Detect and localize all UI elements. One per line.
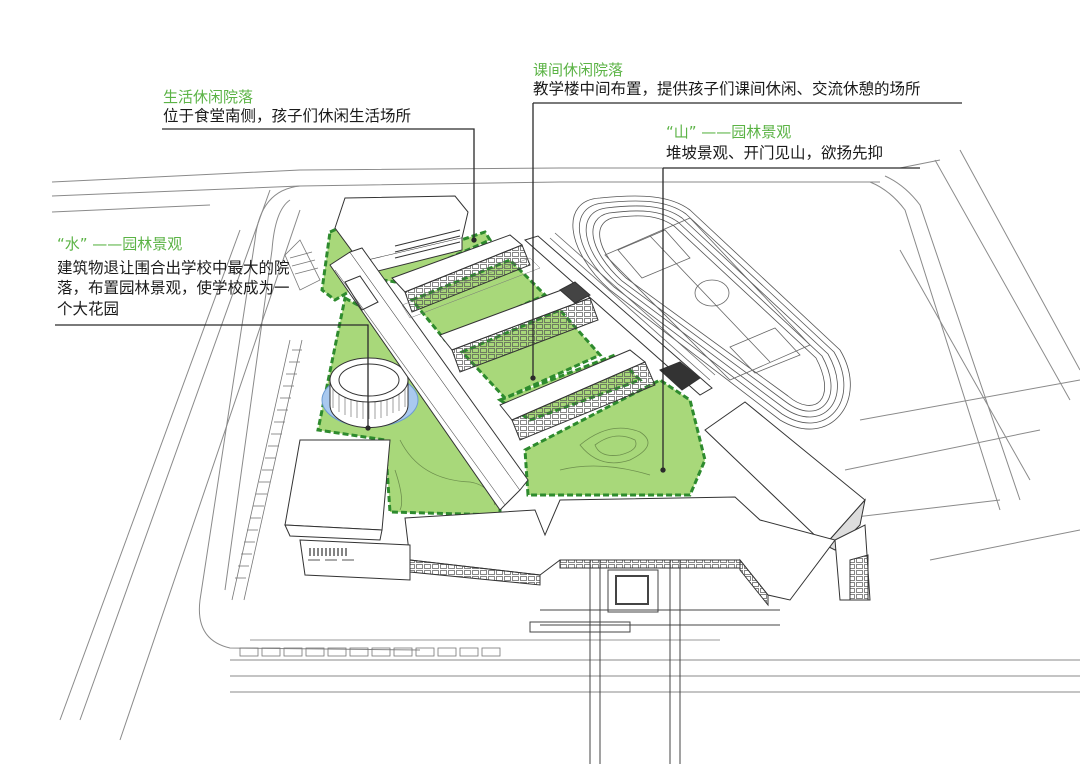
leader-mountain: [662, 167, 920, 470]
front-building: [404, 496, 836, 607]
mountain-landscape-title: “山” ——园林景观: [666, 123, 792, 141]
west-building: [284, 439, 411, 581]
football-pitch: [604, 217, 811, 381]
roads: [51, 149, 1080, 741]
leader-lines: [55, 102, 962, 473]
teaching-buildings: [391, 234, 713, 441]
entrance-plaza: [529, 560, 780, 764]
mountain-landscape-desc: 堆坡景观、开门见山，欲扬先抑: [666, 144, 884, 162]
teaching-block-3: [499, 349, 656, 441]
leader-living: [162, 128, 475, 240]
running-track: [572, 195, 851, 430]
southeast-block: [704, 401, 871, 601]
southeast-garden: [523, 378, 707, 497]
living-courtyard-title: 生活休闲院落: [163, 88, 254, 106]
teaching-block-1: [391, 234, 531, 313]
water-landscape-title: “水” ——园林景观: [57, 235, 183, 253]
leader-water: [55, 324, 369, 428]
teaching-block-2: [439, 284, 599, 373]
parking-left: [231, 239, 720, 657]
living-courtyard-desc: 位于食堂南侧，孩子们休闲生活场所: [163, 107, 412, 125]
canteen-building: [334, 195, 469, 276]
water-landscape-desc: 建筑物退让围合出学校中最大的院落，布置园林景观，使学校成为一个大花园: [57, 259, 290, 318]
circular-building: [329, 357, 409, 429]
teaching-block-4: [401, 257, 541, 319]
corridor-building: [329, 247, 529, 511]
break-courtyard-title: 课间休闲院落: [533, 61, 624, 79]
leader-break: [532, 102, 962, 378]
break-courtyard-desc: 教学楼中间布置，提供孩子们课间休闲、交流休憩的场所: [533, 80, 921, 98]
